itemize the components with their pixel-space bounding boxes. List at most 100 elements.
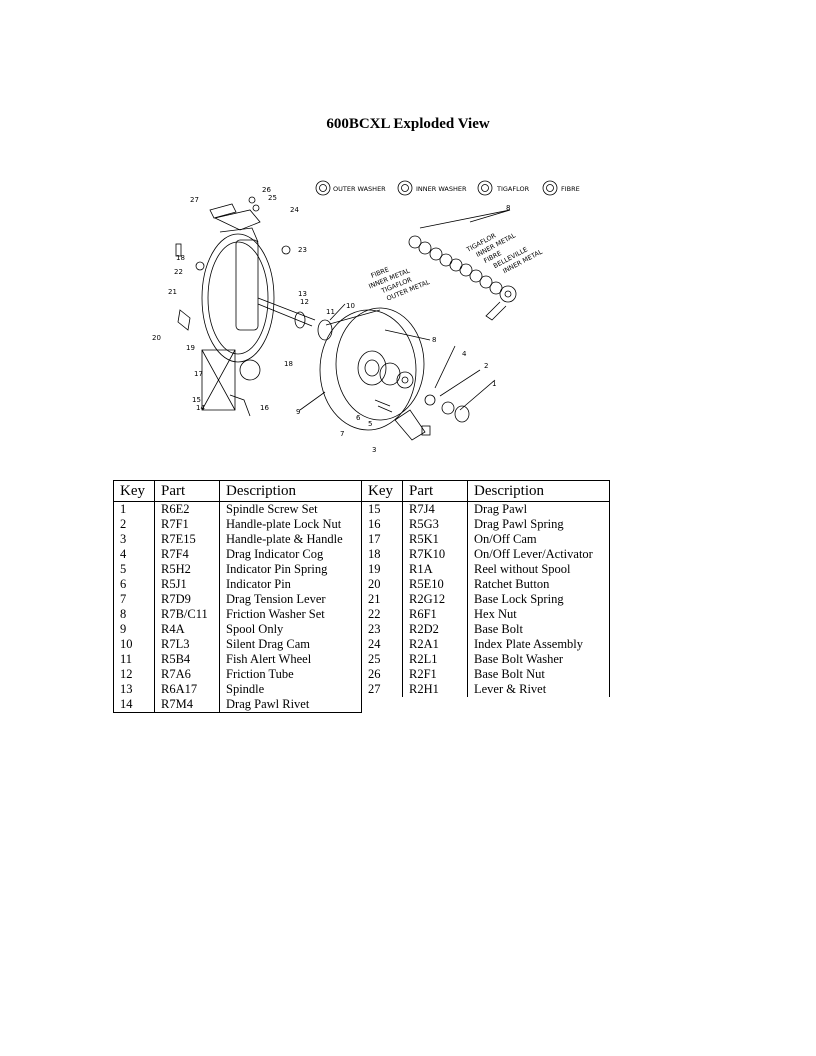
cell-part: R7L3 xyxy=(154,637,220,652)
callout-17: 17 xyxy=(194,370,203,378)
cell-key-2: 17 xyxy=(361,532,403,547)
callout-14: 14 xyxy=(196,404,205,412)
cell-key: 9 xyxy=(113,622,155,637)
callout-8-stack: 8 xyxy=(506,204,510,212)
cell-key-2: 25 xyxy=(361,652,403,667)
cell-description-2: Base Lock Spring xyxy=(467,592,610,607)
callout-16: 16 xyxy=(260,404,269,412)
page-title: 600BCXL Exploded View xyxy=(326,116,490,132)
header-description-2: Description xyxy=(467,480,610,502)
cell-key: 5 xyxy=(113,562,155,577)
cell-description-2: Reel without Spool xyxy=(467,562,610,577)
cell-key-2: 19 xyxy=(361,562,403,577)
callout-21: 21 xyxy=(168,288,177,296)
cell-description-2: Base Bolt Washer xyxy=(467,652,610,667)
cell-part-2: R5G3 xyxy=(402,517,468,532)
cell-part-2: R2G12 xyxy=(402,592,468,607)
cell-key: 10 xyxy=(113,637,155,652)
cell-key: 14 xyxy=(113,697,155,713)
cell-part: R6E2 xyxy=(154,501,220,517)
cell-part: R7B/C11 xyxy=(154,607,220,622)
callout-23: 23 xyxy=(298,246,307,254)
cell-key-2: 22 xyxy=(361,607,403,622)
cell-description-2: On/Off Lever/Activator xyxy=(467,547,610,562)
cell-part: R5J1 xyxy=(154,577,220,592)
parts-table: Key Part Description Key Part Descriptio… xyxy=(113,480,610,713)
cell-description-2: Index Plate Assembly xyxy=(467,637,610,652)
callout-18-small: 18 xyxy=(176,254,185,262)
cell-description-2 xyxy=(468,697,610,713)
cell-description: Drag Indicator Cog xyxy=(219,547,362,562)
cell-description-2: Base Bolt Nut xyxy=(467,667,610,682)
cell-key: 2 xyxy=(113,517,155,532)
cell-key: 12 xyxy=(113,667,155,682)
callout-26: 26 xyxy=(262,186,271,194)
callout-20: 20 xyxy=(152,334,161,342)
cell-description-2: Drag Pawl xyxy=(467,501,610,517)
callout-2: 2 xyxy=(484,362,488,370)
legend-tigaflor: TIGAFLOR xyxy=(496,185,530,193)
callout-4: 4 xyxy=(462,350,467,358)
cell-description: Handle-plate Lock Nut xyxy=(219,517,362,532)
cell-description: Handle-plate & Handle xyxy=(219,532,362,547)
cell-part-2: R5K1 xyxy=(402,532,468,547)
cell-part: R7A6 xyxy=(154,667,220,682)
cell-part: R7D9 xyxy=(154,592,220,607)
callout-3: 3 xyxy=(372,446,376,454)
cell-key-2: 15 xyxy=(361,501,403,517)
cell-part-2: R7J4 xyxy=(402,501,468,517)
cell-description: Spindle xyxy=(219,682,362,697)
callout-11: 11 xyxy=(326,308,335,316)
cell-key: 4 xyxy=(113,547,155,562)
cell-description: Drag Tension Lever xyxy=(219,592,362,607)
cell-key: 7 xyxy=(113,592,155,607)
header-part-2: Part xyxy=(402,480,468,502)
cell-key: 3 xyxy=(113,532,155,547)
callout-10: 10 xyxy=(346,302,355,310)
cell-part: R5H2 xyxy=(154,562,220,577)
callout-7: 7 xyxy=(340,430,344,438)
cell-description: Indicator Pin Spring xyxy=(219,562,362,577)
exploded-view-drawing: OUTER WASHER INNER WASHER TIGAFLOR FIBRE… xyxy=(152,180,580,454)
callout-22: 22 xyxy=(174,268,183,276)
cell-part-2: R6F1 xyxy=(402,607,468,622)
cell-part-2: R1A xyxy=(402,562,468,577)
header-key-2: Key xyxy=(361,480,403,502)
cell-description: Friction Washer Set xyxy=(219,607,362,622)
cell-description: Silent Drag Cam xyxy=(219,637,362,652)
callout-5: 5 xyxy=(368,420,372,428)
cell-part: R7E15 xyxy=(154,532,220,547)
cell-part: R5B4 xyxy=(154,652,220,667)
cell-key-2: 26 xyxy=(361,667,403,682)
callout-15: 15 xyxy=(192,396,201,404)
callout-25: 25 xyxy=(268,194,277,202)
cell-part-2: R2L1 xyxy=(402,652,468,667)
callout-13: 13 xyxy=(298,290,307,298)
cell-part: R4A xyxy=(154,622,220,637)
legend-fibre: FIBRE xyxy=(561,185,580,193)
callout-1: 1 xyxy=(492,380,496,388)
callout-24: 24 xyxy=(290,206,299,214)
cell-part-2: R2H1 xyxy=(402,682,468,697)
cell-part-2: R5E10 xyxy=(402,577,468,592)
cell-description-2: Drag Pawl Spring xyxy=(467,517,610,532)
header-key: Key xyxy=(113,480,155,502)
callout-27: 27 xyxy=(190,196,199,204)
cell-part-2: R2F1 xyxy=(402,667,468,682)
cell-part-2 xyxy=(403,697,468,713)
cell-description-2: On/Off Cam xyxy=(467,532,610,547)
legend-outer-washer: OUTER WASHER xyxy=(333,185,386,193)
callout-8: 8 xyxy=(432,336,436,344)
